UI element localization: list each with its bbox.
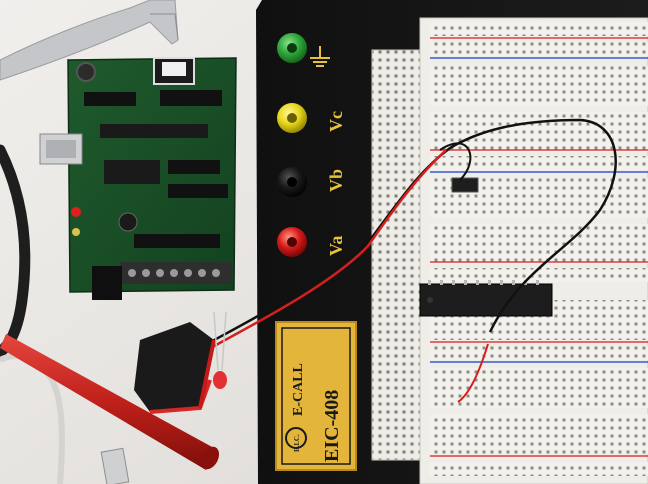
battery-clip — [134, 322, 216, 414]
brand-plate: E.I.C. E-CALL EIC-408 — [275, 321, 357, 471]
terminal-black — [277, 167, 307, 197]
ground-symbol-icon — [310, 46, 330, 67]
microcontroller-board — [39, 57, 237, 300]
red-heatshrink-tube — [0, 334, 214, 470]
terminal-yellow — [277, 103, 307, 133]
ribbon-cable — [0, 0, 179, 81]
label-vb: Vb — [326, 169, 346, 192]
terminal-green — [277, 33, 307, 63]
label-vc: Vc — [326, 111, 346, 132]
breadboard — [371, 17, 648, 484]
plate-model: EIC-408 — [321, 390, 343, 462]
plate-brand: E-CALL — [291, 363, 306, 416]
black-wire — [195, 118, 617, 352]
ic-chip — [419, 280, 553, 317]
red-led — [213, 311, 227, 389]
plate-logo-text: E.I.C. — [293, 434, 301, 452]
red-wire — [195, 149, 447, 358]
label-va: Va — [326, 236, 346, 256]
crystal — [451, 177, 479, 193]
terminal-red — [277, 227, 307, 257]
